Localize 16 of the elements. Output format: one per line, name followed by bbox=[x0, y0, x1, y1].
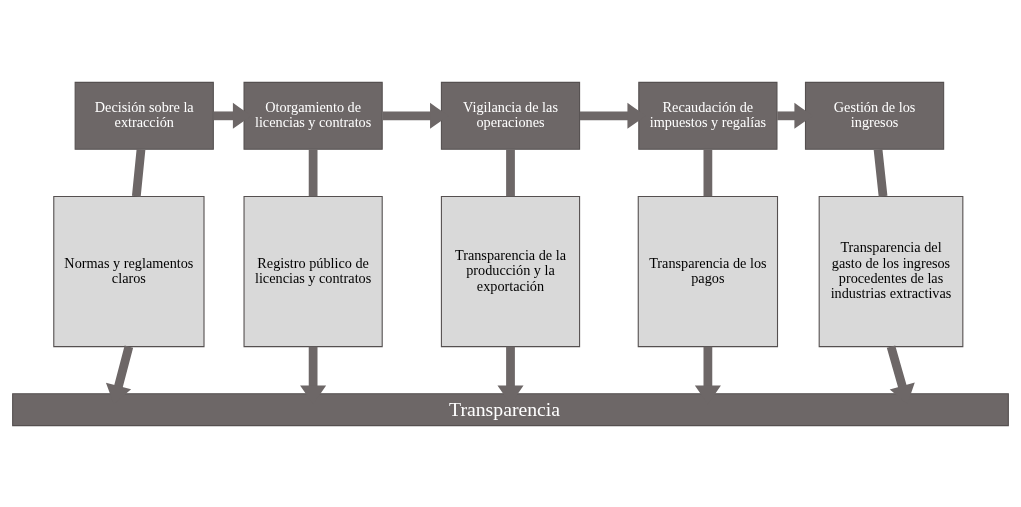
node-box: Otorgamiento de licencias y contratos bbox=[243, 81, 383, 150]
connector bbox=[873, 148, 888, 197]
connector bbox=[308, 149, 318, 196]
connector bbox=[703, 149, 713, 196]
node-box: Normas y reglamentos claros bbox=[53, 195, 205, 347]
node-box: Transparencia de la producción y la exportación bbox=[440, 195, 581, 347]
node-box: Decisión sobre la extracción bbox=[74, 81, 214, 150]
node-box: Transparencia de los pagos bbox=[637, 195, 779, 347]
node-box: Vigilancia de las operaciones bbox=[440, 81, 581, 150]
connector bbox=[131, 148, 146, 197]
node-box: Gestión de los ingresos bbox=[804, 81, 945, 150]
node-box: Transparencia bbox=[12, 392, 1009, 426]
node-box: Transparencia del gasto de los ingresos procedentes de las industrias extractivas bbox=[818, 195, 964, 347]
node-box: Registro público de licencias y contratos bbox=[243, 195, 383, 347]
node-box: Recaudación de impuestos y regalías bbox=[638, 81, 778, 150]
connector bbox=[506, 149, 515, 196]
